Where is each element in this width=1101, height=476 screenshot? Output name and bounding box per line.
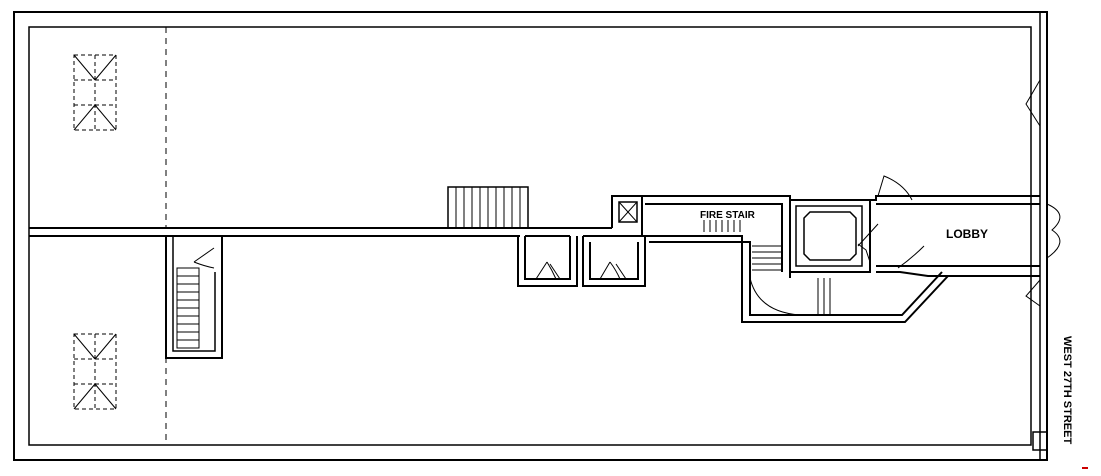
stair-icon [165, 236, 223, 359]
door-swing-icon [535, 261, 627, 280]
street-facade [1032, 12, 1048, 460]
shaft-icon [611, 195, 643, 236]
lobby-walls [869, 195, 1040, 277]
street-label: WEST 27TH STREET [1061, 336, 1073, 444]
stair-icon [447, 186, 529, 229]
restroom-walls [517, 235, 646, 287]
fire-stair-walls [642, 195, 949, 323]
corridor-walls [29, 227, 612, 237]
skylight-icon [73, 333, 117, 410]
lobby-label: LOBBY [946, 227, 988, 241]
skylight-icon [73, 54, 117, 131]
fire-stair-label: FIRE STAIR [700, 210, 756, 221]
door-swing-icon [877, 79, 1061, 307]
stair-icon [703, 220, 831, 316]
elevator-icon [789, 199, 879, 273]
